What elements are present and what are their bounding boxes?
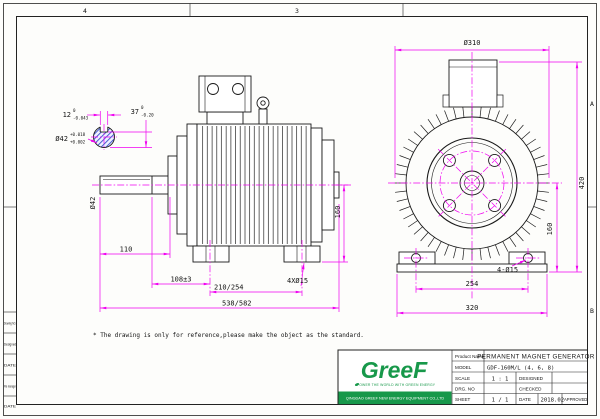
dim-key-width-tol-top: 0 bbox=[73, 108, 76, 113]
scale-value: 1 : 1 bbox=[492, 377, 509, 383]
scale-label: SCALE bbox=[455, 376, 470, 381]
logo-slogan: POWER THE WORLD WITH GREEN ENERGY bbox=[357, 383, 436, 387]
checked-label: CHECKED bbox=[519, 387, 542, 392]
dim-shaft-height-front: 160 bbox=[546, 223, 554, 236]
greef-logo: GreeF bbox=[361, 357, 428, 383]
dim-overall-length: 538/582 bbox=[222, 300, 252, 308]
dim-shoulder-to-hole: 108±3 bbox=[170, 276, 191, 284]
date-value: 2018.02 bbox=[541, 398, 565, 404]
dim-foot-holes-front: 4-Ø15 bbox=[497, 266, 518, 274]
reference-note: * The drawing is only for reference,plea… bbox=[93, 332, 364, 339]
dim-foot-holes-side: 4XØ15 bbox=[287, 277, 308, 285]
sheet-value: 1 / 1 bbox=[492, 398, 509, 404]
inner-border bbox=[16, 16, 588, 405]
margin-row-date1: DATE bbox=[4, 364, 16, 368]
company-bar bbox=[338, 391, 452, 405]
dim-key-depth: 37 bbox=[131, 108, 139, 116]
margin-row-designed: Designed bbox=[4, 343, 16, 347]
front-foot bbox=[192, 245, 230, 263]
dim-fin-dia: Ø310 bbox=[464, 39, 481, 47]
dim-overall-height: 420 bbox=[578, 177, 586, 190]
dim-hole-span-front: 254 bbox=[466, 280, 479, 288]
margin-row-date2: DATE bbox=[4, 405, 16, 409]
dim-key-width-tol-bottom: -0.043 bbox=[73, 116, 89, 121]
dim-shaft-dia-tol-top: +0.018 bbox=[70, 132, 86, 137]
grid-label-A: A bbox=[590, 100, 594, 108]
drg-no-label: DRG. NO bbox=[455, 387, 475, 392]
grid-label-B: B bbox=[590, 307, 594, 315]
side-view bbox=[99, 75, 340, 263]
dim-shaft-dia-tol-bottom: +0.002 bbox=[70, 140, 86, 145]
dim-shaft-dia-tol: Ø42 bbox=[55, 135, 68, 143]
date-label: DATE bbox=[519, 397, 531, 402]
grid-label-3: 3 bbox=[295, 7, 299, 15]
product-name-label: Product Name bbox=[455, 354, 485, 359]
dim-key-depth-tol-top: 0 bbox=[141, 105, 144, 110]
approved-label: APPROVED bbox=[564, 397, 587, 402]
company-name: QINGDAO GREEF NEW ENERGY EQUIPMENT CO.,L… bbox=[346, 397, 445, 401]
dim-base-width: 320 bbox=[466, 304, 479, 312]
terminal-box-side bbox=[206, 111, 244, 125]
radial-fins bbox=[394, 105, 550, 261]
model-label: MODEL bbox=[455, 365, 472, 370]
outer-border bbox=[3, 3, 597, 416]
designed-label: DESIGNED bbox=[519, 376, 544, 381]
margin-table bbox=[3, 311, 17, 397]
margin-row-file-manager: File manager bbox=[4, 385, 17, 389]
dim-shaft-length: 110 bbox=[120, 246, 133, 254]
dim-hole-span-side: 210/254 bbox=[214, 284, 244, 292]
model-value: GDF-160M/L (4, 6, 8) bbox=[487, 366, 554, 372]
dim-key-width: 12 bbox=[63, 111, 71, 119]
margin-row-drawing-no: Drawing NO. bbox=[4, 322, 16, 326]
sheet-frame bbox=[3, 3, 597, 416]
title-block: GreeF POWER THE WORLD WITH GREEN ENERGY … bbox=[337, 349, 595, 405]
leaf-icon bbox=[354, 383, 360, 386]
dim-shaft-dia: Ø42 bbox=[89, 197, 97, 210]
product-name-value: PERMANENT MAGNET GENERATOR bbox=[477, 354, 595, 361]
dimension-lines bbox=[87, 46, 582, 317]
lifting-eye bbox=[258, 108, 268, 125]
dim-shaft-height-side: 160 bbox=[334, 206, 342, 219]
sheet-label: SHEET bbox=[455, 397, 471, 402]
terminal-box-front bbox=[448, 59, 498, 108]
dim-key-depth-tol-bottom: -0.20 bbox=[141, 113, 154, 118]
grid-label-4: 4 bbox=[83, 7, 87, 15]
